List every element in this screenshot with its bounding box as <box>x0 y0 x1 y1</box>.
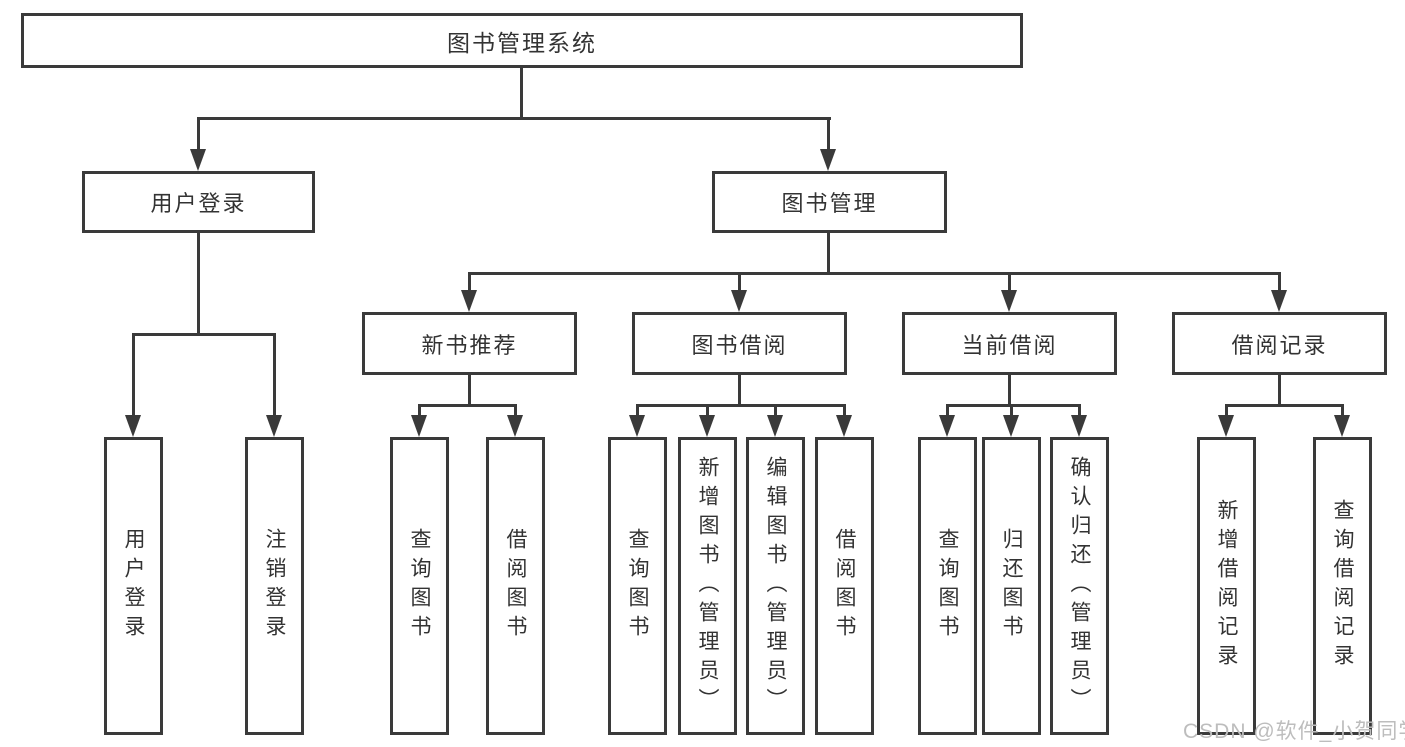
arrow-down-icon <box>125 415 141 437</box>
arrow-down-icon <box>699 415 715 437</box>
arrow-down-icon <box>629 415 645 437</box>
arrow-down-icon <box>767 415 783 437</box>
connector-stem <box>197 117 200 151</box>
arrow-down-icon <box>1003 415 1019 437</box>
connector-stem <box>1278 272 1281 292</box>
connector-stem <box>273 333 276 417</box>
watermark: CSDN @软件_小贺同学 <box>1183 720 1405 743</box>
arrow-down-icon <box>836 415 852 437</box>
connector-stem <box>774 404 777 417</box>
leaf-add-borrow-record: 新增借阅记录 <box>1197 437 1256 735</box>
leaf-query-books-recommend: 查询图书 <box>390 437 449 735</box>
arrow-down-icon <box>939 415 955 437</box>
connector-stem <box>738 272 741 292</box>
leaf-user-login: 用户登录 <box>104 437 163 735</box>
leaf-confirm-return-admin: 确认归还（管理员） <box>1050 437 1109 735</box>
leaf-query-borrow-record: 查询借阅记录 <box>1313 437 1372 735</box>
leaf-borrow-books-recommend: 借阅图书 <box>486 437 545 735</box>
arrow-down-icon <box>1271 290 1287 312</box>
node-user-login: 用户登录 <box>82 171 315 233</box>
connector-stem <box>418 404 421 417</box>
connector-group-stub <box>468 375 471 407</box>
connector-stem <box>706 404 709 417</box>
node-book-management: 图书管理 <box>712 171 947 233</box>
connector-userlogin-rail <box>132 333 275 336</box>
arrow-down-icon <box>461 290 477 312</box>
connector-group-stub <box>738 375 741 407</box>
node-current-borrow: 当前借阅 <box>902 312 1117 375</box>
connector-group-rail <box>946 404 1081 407</box>
leaf-add-book-admin: 新增图书（管理员） <box>678 437 737 735</box>
leaf-query-books-current: 查询图书 <box>918 437 977 735</box>
arrow-down-icon <box>190 149 206 171</box>
arrow-down-icon <box>1001 290 1017 312</box>
connector-bookmgmt-stub <box>827 233 830 275</box>
leaf-query-books-borrow: 查询图书 <box>608 437 667 735</box>
connector-stem <box>132 333 135 417</box>
arrow-down-icon <box>1334 415 1350 437</box>
connector-group-stub <box>1278 375 1281 407</box>
node-new-book-recommend: 新书推荐 <box>362 312 577 375</box>
connector-stem <box>1225 404 1228 417</box>
connector-level2-rail <box>468 272 1281 275</box>
leaf-borrow-books: 借阅图书 <box>815 437 874 735</box>
connector-stem <box>468 272 471 292</box>
arrow-down-icon <box>820 149 836 171</box>
arrow-down-icon <box>507 415 523 437</box>
leaf-return-book: 归还图书 <box>982 437 1041 735</box>
connector-stem <box>1078 404 1081 417</box>
connector-stem <box>636 404 639 417</box>
node-library-system: 图书管理系统 <box>21 13 1023 68</box>
connector-group-rail <box>636 404 846 407</box>
connector-group-rail <box>1225 404 1344 407</box>
connector-stem <box>827 117 830 151</box>
node-borrow-records: 借阅记录 <box>1172 312 1387 375</box>
connector-group-rail <box>418 404 517 407</box>
connector-stem <box>1010 404 1013 417</box>
arrow-down-icon <box>1218 415 1234 437</box>
arrow-down-icon <box>411 415 427 437</box>
connector-group-stub <box>1008 375 1011 407</box>
connector-root-stub <box>520 68 523 118</box>
connector-stem <box>1341 404 1344 417</box>
connector-level1-rail <box>197 117 831 120</box>
connector-stem <box>946 404 949 417</box>
connector-userlogin-stub <box>197 233 200 336</box>
leaf-edit-book-admin: 编辑图书（管理员） <box>746 437 805 735</box>
arrow-down-icon <box>266 415 282 437</box>
node-book-borrow: 图书借阅 <box>632 312 847 375</box>
connector-stem <box>843 404 846 417</box>
arrow-down-icon <box>1071 415 1087 437</box>
connector-stem <box>1008 272 1011 292</box>
connector-stem <box>514 404 517 417</box>
leaf-logout: 注销登录 <box>245 437 304 735</box>
arrow-down-icon <box>731 290 747 312</box>
